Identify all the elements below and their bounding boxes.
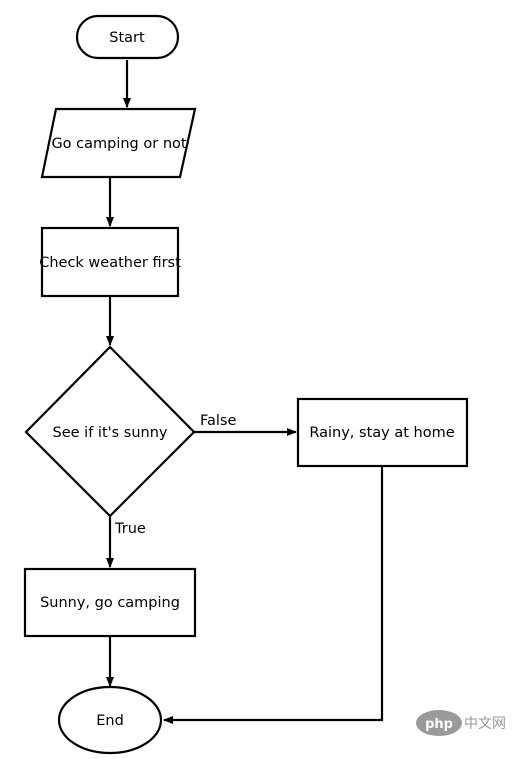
end-label: End <box>96 713 124 729</box>
check-weather-label: Check weather first <box>39 255 181 271</box>
sunny-node <box>23 567 197 638</box>
input-node <box>40 107 197 179</box>
input-label: Go camping or not <box>51 136 186 152</box>
true-label: True <box>114 521 146 537</box>
decision-label: See if it's sunny <box>53 425 168 441</box>
end-node <box>57 685 163 755</box>
rainy-label: Rainy, stay at home <box>309 425 454 441</box>
watermark-site-text: 中文网 <box>464 716 506 732</box>
watermark-logo-text: php <box>425 717 453 732</box>
false-label: False <box>200 413 236 429</box>
check-weather-node <box>40 226 180 298</box>
decision-node <box>24 345 196 518</box>
start-node <box>75 14 180 60</box>
rainy-node <box>296 397 469 468</box>
sunny-label: Sunny, go camping <box>40 595 180 611</box>
watermark-logo <box>416 710 462 736</box>
watermark: php 中文网 <box>416 710 506 736</box>
edge-rainy-to-end <box>163 467 384 724</box>
start-label: Start <box>109 30 145 46</box>
